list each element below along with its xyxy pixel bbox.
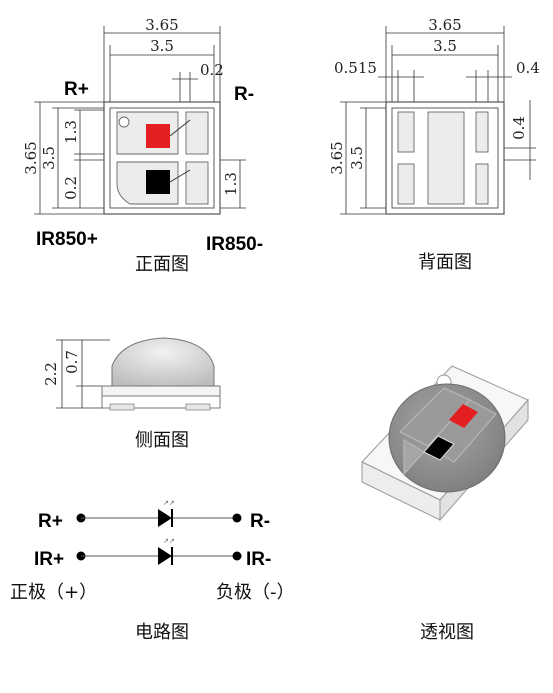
side-body-top <box>101 385 221 397</box>
back-pad-top-left <box>397 111 415 153</box>
circuit-label-r-minus: R- <box>250 511 270 532</box>
circuit-label-ir-minus: IR- <box>246 549 271 570</box>
front-red-chip <box>146 124 170 148</box>
caption-circuit-diagram: 电路图 <box>135 622 189 643</box>
caption-side-view: 侧面图 <box>135 430 189 451</box>
front-dim-total-width: 3.65 <box>145 16 178 34</box>
back-pad-top-right <box>475 111 489 153</box>
label-ir850-minus: IR850- <box>206 234 263 255</box>
emission-arrows-icon: ↗↗ <box>163 499 175 507</box>
polarity-mark-icon <box>118 116 130 128</box>
side-lead-right <box>185 403 211 411</box>
perspective-ir-chip <box>423 435 455 461</box>
front-dim-pad-height-top: 1.3 <box>62 120 80 144</box>
back-pad-bottom-left <box>397 163 415 205</box>
front-pad-ir-minus <box>185 161 209 205</box>
back-view: 3.65 3.5 0.515 0.4 3.65 3.5 0.4 背 <box>328 16 540 273</box>
caption-perspective-view: 透视图 <box>420 622 474 643</box>
front-view: 3.65 3.5 0.2 3.65 3.5 1.3 0.2 <box>22 16 263 275</box>
front-dim-inner-height: 3.5 <box>40 146 58 170</box>
perspective-view: 透视图 <box>361 365 529 643</box>
label-r-minus: R- <box>234 84 254 105</box>
back-dim-inner-height: 3.5 <box>348 146 366 170</box>
terminal-dot <box>232 513 242 523</box>
perspective-pad <box>403 439 425 476</box>
back-dim-total-width: 3.65 <box>428 16 461 34</box>
side-dim-dome-height: 0.7 <box>63 350 81 374</box>
back-dim-right-gap: 0.4 <box>510 116 528 140</box>
back-dim-inner-width: 3.5 <box>433 37 457 55</box>
front-dim-total-height: 3.65 <box>22 141 40 174</box>
circuit-diagram: R+ ↗↗ R- IR+ ↗↗ IR- 正极（+） 负极（-） 电路图 <box>10 499 295 643</box>
side-view: 2.2 0.7 侧面图 <box>42 337 221 451</box>
red-led-diode-icon <box>158 509 172 527</box>
side-dim-total-height: 2.2 <box>42 362 60 386</box>
ir-led-diode-icon <box>158 547 172 565</box>
emission-arrows-icon: ↗↗ <box>163 537 175 545</box>
front-dim-gap-top: 0.2 <box>200 61 224 79</box>
circuit-label-r-plus: R+ <box>38 511 63 532</box>
back-right-dimensions: 0.4 <box>498 100 536 180</box>
front-top-dimensions: 3.65 3.5 0.2 <box>103 16 224 102</box>
front-dim-pad-height-right: 1.3 <box>222 172 240 196</box>
front-left-dimensions: 3.65 3.5 1.3 0.2 <box>22 101 116 215</box>
label-r-plus: R+ <box>64 79 89 100</box>
front-pad-r-minus <box>185 111 209 155</box>
perspective-red-chip <box>449 404 478 428</box>
bond-wire <box>169 119 191 137</box>
back-dim-left-pad: 0.515 <box>334 59 377 77</box>
bond-wire <box>169 169 191 183</box>
back-dim-right-pad: 0.4 <box>516 59 540 77</box>
back-top-dimensions: 3.65 3.5 0.515 0.4 <box>334 16 540 102</box>
caption-front-view: 正面图 <box>135 254 189 275</box>
back-package-inner <box>391 107 499 209</box>
back-pad-bottom-right <box>475 163 489 205</box>
caption-back-view: 背面图 <box>418 252 472 273</box>
back-pad-center <box>427 111 465 205</box>
label-anode: 正极（+） <box>10 582 97 603</box>
front-ir-chip <box>146 170 170 194</box>
label-cathode: 负极（-） <box>216 582 295 603</box>
front-dim-gap-left: 0.2 <box>62 176 80 200</box>
circuit-label-ir-plus: IR+ <box>34 549 64 570</box>
back-left-dimensions: 3.65 3.5 <box>328 101 392 215</box>
terminal-dot <box>232 551 242 561</box>
front-package-inner <box>109 107 215 209</box>
side-lens-dome <box>111 337 215 387</box>
front-dim-inner-width: 3.5 <box>150 37 174 55</box>
label-ir850-plus: IR850+ <box>36 229 98 250</box>
side-lead-left <box>109 403 135 411</box>
back-dim-total-height: 3.65 <box>328 141 346 174</box>
